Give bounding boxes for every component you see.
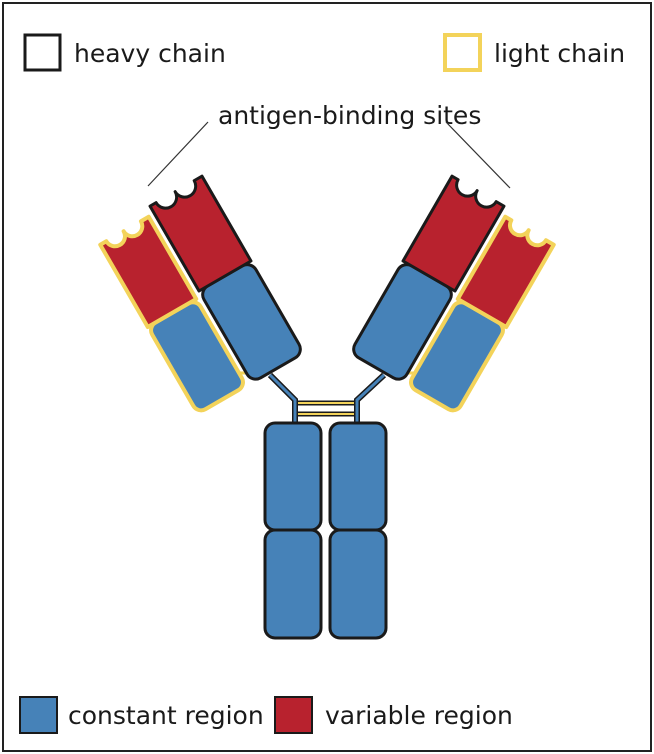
right-heavy-chain	[352, 174, 506, 381]
heavy-chain-label: heavy chain	[74, 39, 226, 68]
hinge-region	[240, 371, 414, 425]
light-chain-swatch	[443, 33, 482, 72]
heavy-chain-swatch	[23, 33, 62, 72]
light-chain-label: light chain	[494, 39, 625, 68]
right-light-chain	[409, 214, 556, 413]
legend-heavy-chain: heavy chain	[23, 33, 226, 72]
left-light-chain	[98, 214, 245, 413]
right-light-variable	[455, 214, 556, 329]
fc-right-lower	[328, 528, 388, 640]
fc-left-upper	[263, 421, 323, 532]
left-light-variable	[98, 214, 199, 329]
leader-line-left	[147, 121, 209, 187]
legend-light-chain: light chain	[443, 33, 625, 72]
variable-region-label: variable region	[325, 701, 513, 730]
fc-right-upper	[328, 421, 388, 532]
right-heavy-variable	[401, 174, 506, 293]
leader-line-right	[445, 121, 511, 189]
fc-left-lower	[263, 528, 323, 640]
legend-constant-region: constant region	[19, 696, 264, 734]
antigen-binding-sites-label: antigen-binding sites	[218, 101, 481, 130]
fc-stem	[263, 421, 388, 640]
legend-variable-region: variable region	[274, 696, 513, 734]
constant-region-label: constant region	[68, 701, 264, 730]
variable-region-swatch	[274, 696, 313, 734]
constant-region-swatch	[19, 696, 58, 734]
left-heavy-chain	[148, 174, 302, 381]
left-heavy-variable	[148, 174, 253, 293]
